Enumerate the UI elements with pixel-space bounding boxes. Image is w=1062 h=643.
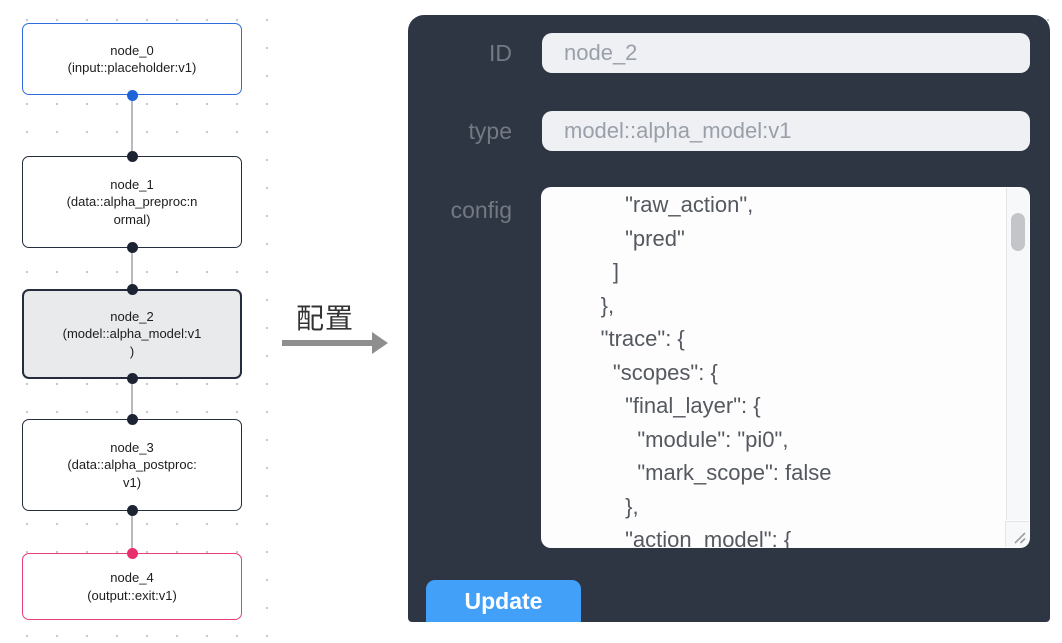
port-node1-input[interactable] [127,151,138,162]
port-node0-output[interactable] [127,90,138,101]
edge-node1-node2 [131,247,133,290]
node-title: node_2 [110,308,154,324]
update-button[interactable]: Update [426,580,581,622]
flow-node-node_0[interactable]: node_0 (input::placeholder:v1) [22,23,242,95]
node-type-line: ormal) [113,211,151,227]
configure-annotation-label: 配置 [296,303,355,334]
config-field-label: config [450,197,512,223]
resize-handle-icon[interactable] [1005,521,1029,547]
port-node2-input[interactable] [127,284,138,295]
port-node3-input[interactable] [127,414,138,425]
type-field-label: type [468,118,512,144]
node-title: node_4 [110,570,154,585]
type-input[interactable]: model::alpha_model:v1 [542,111,1030,151]
id-field-label: ID [489,40,512,66]
node-type-line: (data::alpha_postproc: [67,457,197,473]
edge-node2-node3 [131,378,133,420]
config-json-text[interactable]: "raw_action", "pred" ] }, "trace": { "sc… [600,192,832,548]
node-type-line: (data::alpha_preproc:n [66,194,198,210]
node-type-line: (input::placeholder:v1) [67,60,197,75]
port-node3-output[interactable] [127,505,138,516]
port-node4-input[interactable] [127,548,138,559]
node-title: node_0 [110,42,154,58]
panel-canvas: ID node_2 type model::alpha_model:v1 con… [393,0,1062,632]
port-node2-output[interactable] [127,373,138,384]
node-type-line: (model::alpha_model:v1 [62,326,202,342]
node-properties-panel: ID node_2 type model::alpha_model:v1 con… [408,15,1050,622]
edge-node3-node4 [131,510,133,554]
right-arrow-icon [282,332,388,354]
flow-canvas[interactable]: node_0 (input::placeholder:v1) node_1 (d… [0,0,278,643]
node-title: node_1 [110,176,154,192]
scrollbar-thumb[interactable] [1011,213,1025,251]
flow-node-node_3[interactable]: node_3 (data::alpha_postproc: v1) [22,419,242,511]
flow-node-node_2-selected[interactable]: node_2 (model::alpha_model:v1 ) [22,289,242,379]
flow-node-node_1[interactable]: node_1 (data::alpha_preproc:n ormal) [22,156,242,248]
node-type-line: v1) [122,474,142,490]
config-scrollbar[interactable] [1006,188,1029,520]
node-type-line: ) [129,343,135,359]
flow-node-node_4[interactable]: node_4 (output::exit:v1) [22,553,242,620]
id-input[interactable]: node_2 [542,33,1030,73]
edge-node0-node1 [131,95,133,157]
node-type-line: (output::exit:v1) [87,587,177,603]
node-title: node_3 [110,439,154,455]
config-textarea[interactable]: "raw_action", "pred" ] }, "trace": { "sc… [541,187,1030,548]
port-node1-output[interactable] [127,242,138,253]
